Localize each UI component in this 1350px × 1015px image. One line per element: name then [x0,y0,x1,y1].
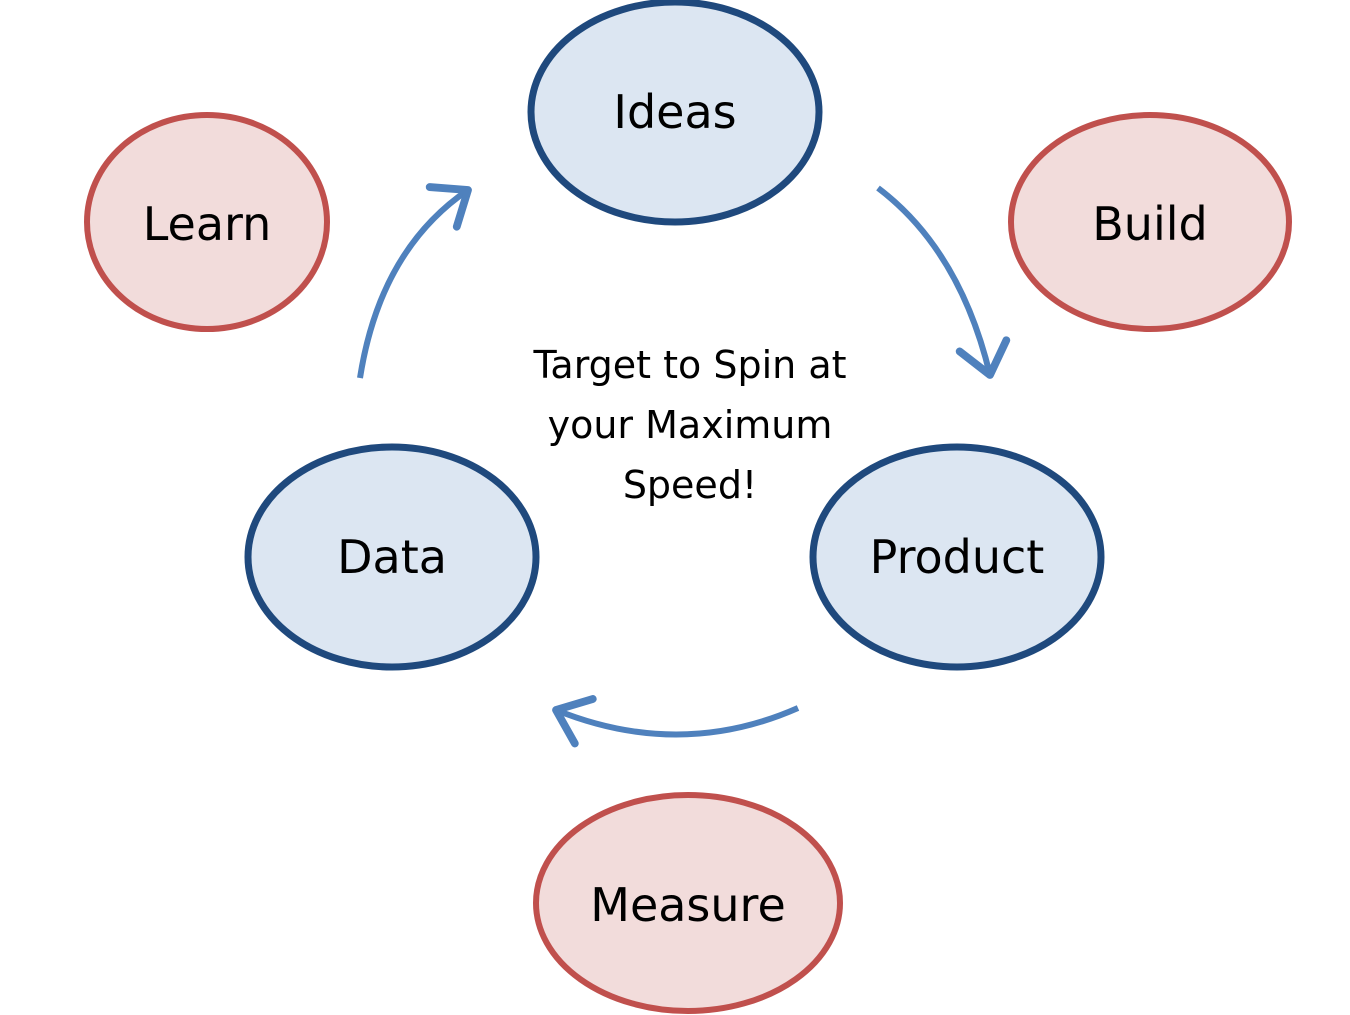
center-caption-line-3: Speed! [623,463,757,507]
node-learn-label: Learn [143,197,272,251]
arrow-ideas-to-product [876,185,1011,379]
center-caption-line-2: your Maximum [548,403,833,447]
node-measure-label: Measure [590,878,786,932]
node-build: Build [1008,112,1292,332]
node-product-label: Product [870,530,1045,584]
node-product: Product [809,443,1105,671]
center-caption-line-1: Target to Spin at [532,343,846,387]
node-data-label: Data [337,530,447,584]
arrow-product-to-data [552,695,800,748]
node-ideas-label: Ideas [613,85,736,139]
node-measure: Measure [533,792,843,1014]
node-build-label: Build [1092,197,1207,251]
arrow-data-to-ideas [357,183,472,379]
center-caption: Target to Spin at your Maximum Speed! [532,343,846,507]
node-ideas: Ideas [527,0,823,226]
node-data: Data [244,443,540,671]
node-learn: Learn [84,112,330,332]
